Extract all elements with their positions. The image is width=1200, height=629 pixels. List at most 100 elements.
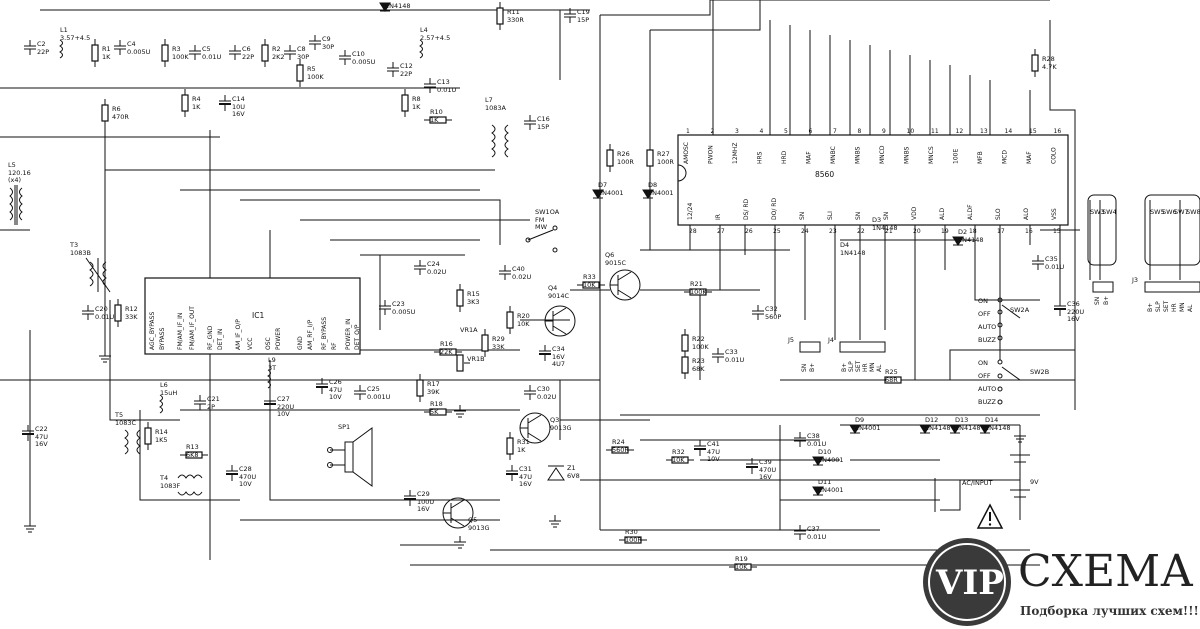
part-r26 — [606, 144, 614, 172]
ic2-top-pin-number: 10 — [907, 128, 915, 135]
part-value-label: 10V — [329, 393, 342, 401]
part-ref-label: D3 — [872, 216, 881, 224]
part-ref-label: C28 — [239, 465, 252, 473]
part-ref-label: R28 — [1042, 55, 1055, 63]
part-ref-label: D12 — [925, 416, 938, 424]
part-ref-label: D8 — [648, 181, 657, 189]
ic2-bottom-pin-label: SN — [799, 212, 806, 220]
part-value-label: 1083A — [485, 104, 507, 112]
part-ref-label: R8 — [412, 95, 421, 103]
part-d2 — [952, 236, 964, 246]
part-ref-label: C10 — [352, 50, 365, 58]
ic2-top-pin-label: COLO — [1051, 147, 1058, 164]
ic2-top-pin-number: 13 — [980, 128, 988, 135]
part-c21 — [194, 395, 206, 410]
part-r28 — [1031, 49, 1039, 77]
part-c26 — [316, 378, 328, 394]
ic1-pin-label: RF_GND — [207, 325, 214, 350]
part-c16 — [524, 115, 536, 130]
ic2-bottom-pin-number: 18 — [969, 228, 977, 235]
part-ref-label: L1 — [60, 26, 68, 34]
part-ref-label: SW2A — [1010, 306, 1030, 314]
part-value-label: 0.01U — [202, 53, 221, 61]
part-value-label: 10K — [735, 563, 748, 571]
part-ref-label: C19 — [577, 8, 590, 16]
part-value-label: 9014C — [548, 292, 570, 300]
ic1-pin-label: VCC — [247, 338, 254, 350]
part-value-label: MW — [535, 223, 548, 231]
ic2-bottom-pin-label: SN — [855, 212, 862, 220]
sw2a-position-label: ON — [978, 297, 988, 305]
ic2-bottom-pin-number: 17 — [997, 228, 1005, 235]
part-l1 — [59, 39, 63, 59]
part-value-label: 68K — [692, 365, 705, 373]
part-ref-label: C2 — [37, 40, 46, 48]
j4-pin-label: SLP — [848, 361, 855, 372]
part-ref-label: SW5 — [1150, 208, 1165, 216]
ic1-pin-label: FM/AM_IF_IN — [177, 313, 184, 350]
ic2-top-pin-number: 14 — [1005, 128, 1013, 135]
switch-block-left — [1087, 194, 1117, 266]
part-value-label: 1N4148 — [840, 249, 866, 257]
ic2-top-pin-label: MNBC — [830, 146, 837, 164]
part-value-label: 0.02U — [512, 273, 531, 281]
part-value-label: 22P — [242, 53, 254, 61]
sw-group-pin-label: SN — [1094, 297, 1101, 305]
watermark-subtitle: Подборка лучших схем!!! — [1020, 604, 1199, 618]
part-value-label: 16V — [552, 353, 565, 361]
part-value-label: 100K — [690, 288, 707, 296]
part-ref-label: C39 — [759, 458, 772, 466]
ic2-top-pin-number: 8 — [858, 128, 862, 135]
part-value-label: 0.01U — [725, 356, 744, 364]
part-ref-label: SW1OA — [535, 208, 560, 216]
ic2-top-pin-number: 5 — [784, 128, 788, 135]
part-c27 — [264, 395, 276, 411]
part-value-label: 1K — [517, 446, 526, 454]
part-ref-label: T4 — [159, 474, 168, 482]
ic2-top-pin-label: AMOSC — [683, 142, 690, 164]
part-value-label: 3K3 — [467, 298, 480, 306]
ac-input-jack-icon — [934, 478, 961, 512]
transformer-l7-icon — [491, 124, 509, 158]
switch-sw2a-icon — [997, 297, 1021, 341]
ic2-bottom-pin-number: 28 — [689, 228, 697, 235]
ic2-bottom-pin-number: 25 — [773, 228, 781, 235]
j5-pin-label: B+ — [809, 363, 816, 372]
ic1-pin-label: POWER — [275, 328, 282, 350]
part-ref-label: R23 — [692, 357, 705, 365]
part-r10 — [424, 116, 452, 124]
part-ref-label: SW4 — [1102, 208, 1117, 216]
part-ref-label: R22 — [692, 335, 705, 343]
part-value-label: 560R — [612, 446, 629, 454]
component-symbols — [22, 2, 1066, 571]
ic2-top-pin-label: MCD — [1002, 150, 1009, 164]
connector-j5 — [799, 341, 821, 353]
part-ref-label: C27 — [277, 395, 290, 403]
part-ref-label: L6 — [160, 381, 168, 389]
part-value-label: 330R — [507, 16, 524, 24]
part-ref-label: R17 — [427, 380, 440, 388]
part-value-label: 4U7 — [552, 360, 565, 368]
part-value-label: 220U — [277, 403, 294, 411]
part-d13 — [949, 424, 961, 434]
part-ref-label: C31 — [519, 465, 532, 473]
part-ref-label: C22 — [35, 425, 48, 433]
j3-pin-label: SET — [1163, 300, 1170, 312]
part-ref-label: C37 — [807, 525, 820, 533]
part-value-label: 1N4148 — [958, 236, 984, 244]
part-ref-label: SW3 — [1090, 208, 1105, 216]
ic1-pin-label: AM_IF_O/P — [235, 319, 242, 350]
ic2-top-pin-label: MFB — [977, 151, 984, 164]
ic2-bottom-pin-label: 12/24 — [687, 203, 694, 220]
part-ref-label: R19 — [735, 555, 748, 563]
switch-block-right — [1144, 194, 1200, 266]
part-value-label: 0.005U — [352, 58, 376, 66]
part-r3 — [161, 39, 169, 67]
part-value-label: 22K — [440, 348, 453, 356]
part-value-label: 470U — [759, 466, 776, 474]
part-ref-label: R3 — [172, 45, 181, 53]
part-value-label: 470R — [112, 113, 129, 121]
part-ref-label: VR1A — [460, 326, 478, 334]
